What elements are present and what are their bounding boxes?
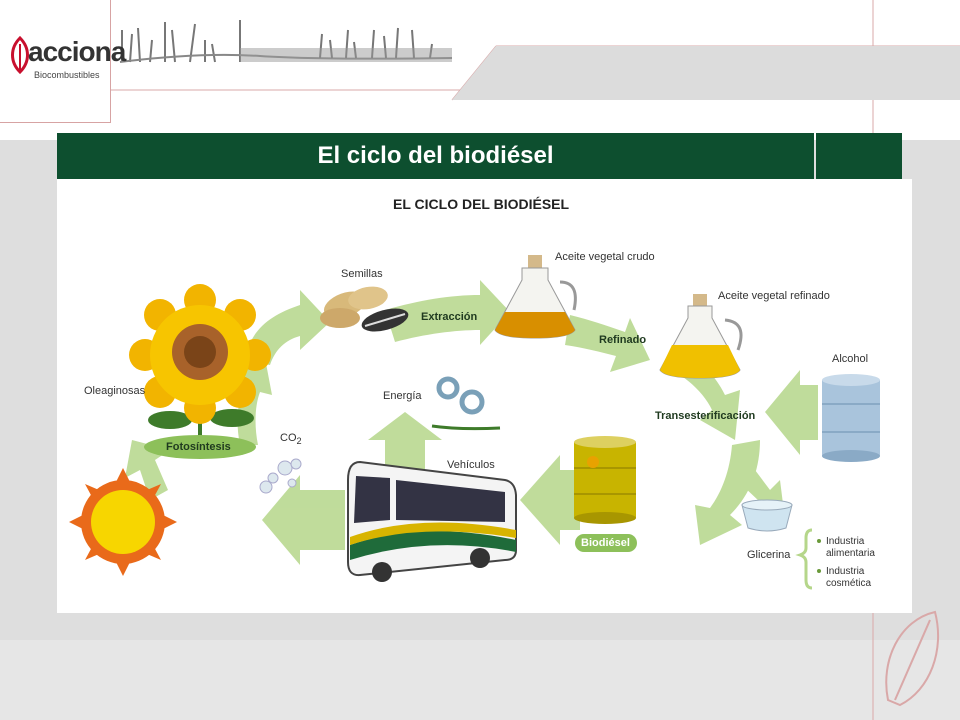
acciona-leaf-icon bbox=[11, 36, 29, 74]
label-industria-cosmetica-2: cosmética bbox=[826, 578, 872, 589]
crude-oil-flask-icon bbox=[494, 255, 577, 339]
bracket-icon bbox=[795, 528, 813, 590]
biodiesel-pill bbox=[575, 534, 637, 552]
refined-oil-flask-icon bbox=[659, 294, 743, 379]
label-vehiculos: Vehículos bbox=[447, 459, 495, 471]
label-industria-alimentaria-2: alimentaria bbox=[826, 548, 875, 559]
label-oleaginosas: Oleaginosas bbox=[84, 385, 146, 397]
label-aceite-refinado: Aceite vegetal refinado bbox=[718, 290, 830, 302]
gears-icon bbox=[436, 376, 485, 415]
seeds-icon bbox=[320, 286, 409, 332]
glicerina-bowl-icon bbox=[741, 499, 793, 532]
brand-subtitle: Biocombustibles bbox=[34, 70, 100, 80]
label-extraccion: Extracción bbox=[421, 311, 478, 323]
leaf-watermark-icon bbox=[885, 610, 940, 707]
leaf-line-icon bbox=[431, 424, 501, 431]
arrow-energia-up bbox=[368, 412, 442, 470]
arrow-to-biodiesel bbox=[695, 440, 760, 545]
label-refinado: Refinado bbox=[599, 334, 647, 346]
logo-box bbox=[0, 0, 111, 123]
label-glicerina: Glicerina bbox=[747, 549, 791, 561]
brand-name: acciona bbox=[28, 36, 126, 67]
label-industria-alimentaria-1: Industria bbox=[826, 536, 865, 547]
biodiesel-barrel-icon bbox=[574, 436, 636, 524]
label-industria-cosmetica-1: Industria bbox=[826, 566, 865, 577]
diagram-heading: EL CICLO DEL BIODIÉSEL bbox=[393, 196, 570, 212]
slide-title: El ciclo del biodiésel bbox=[317, 142, 554, 169]
label-fotosintesis: Fotosíntesis bbox=[166, 441, 231, 453]
title-bar-cap bbox=[816, 133, 902, 179]
bullet-icon bbox=[817, 539, 821, 543]
arrow-to-vehiculos bbox=[520, 455, 580, 545]
footer-band bbox=[0, 640, 960, 720]
co2-bubbles-icon bbox=[259, 458, 302, 494]
label-transesterificacion: Transesterificación bbox=[655, 410, 756, 422]
arrow-alcohol-in bbox=[765, 370, 818, 455]
fotosintesis-pill bbox=[144, 435, 256, 459]
bullet-icon bbox=[817, 569, 821, 573]
label-alcohol: Alcohol bbox=[832, 353, 869, 365]
label-biodiesel: Biodiésel bbox=[581, 537, 630, 549]
label-semillas: Semillas bbox=[341, 268, 383, 280]
label-aceite-crudo: Aceite vegetal crudo bbox=[555, 251, 655, 263]
sun-icon bbox=[69, 468, 177, 576]
alcohol-barrel-icon bbox=[822, 374, 880, 462]
arrow-vehiculos-to-co2 bbox=[262, 475, 345, 565]
arrow-extraccion bbox=[385, 280, 510, 345]
bus-icon bbox=[347, 460, 517, 582]
title-bar bbox=[57, 133, 814, 179]
arrow-refinado bbox=[565, 315, 650, 372]
sunflower-icon bbox=[129, 284, 271, 440]
label-energia: Energía bbox=[383, 390, 422, 402]
label-co2: CO2 bbox=[280, 432, 302, 447]
